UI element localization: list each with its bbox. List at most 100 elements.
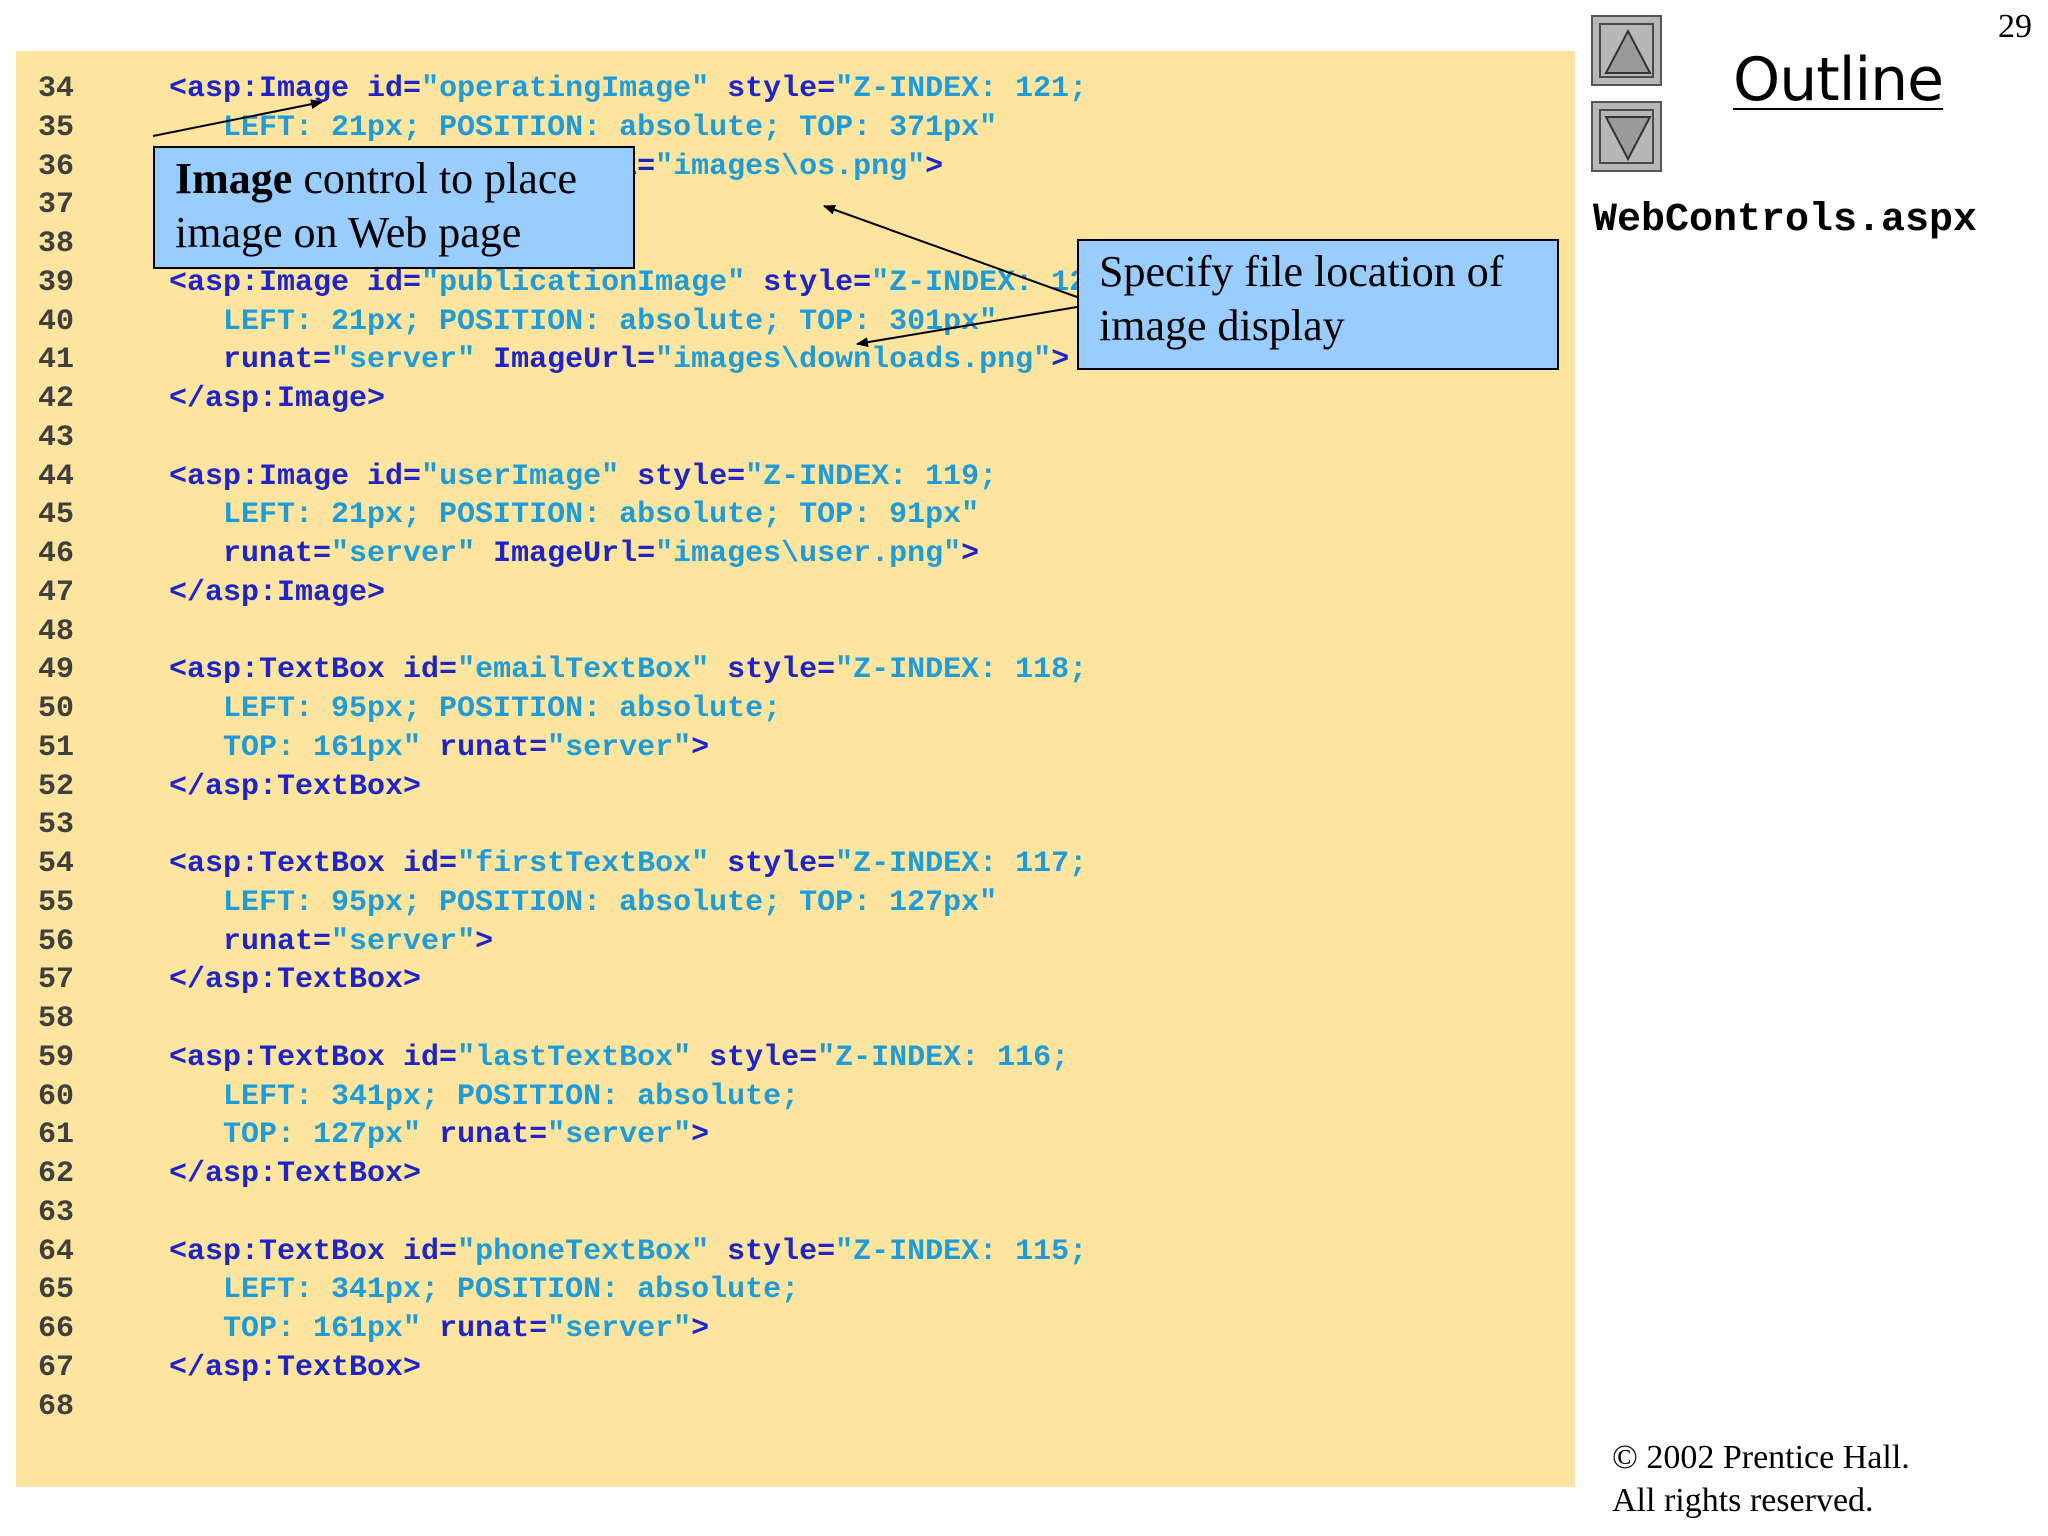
code-text: LEFT: 341px; POSITION: absolute; <box>115 1271 799 1310</box>
code-token: </asp:TextBox> <box>115 1157 422 1191</box>
line-number: 43 <box>38 420 75 455</box>
line-number: 53 <box>38 808 75 843</box>
code-string: "emailTextBox" <box>457 653 710 688</box>
line-number: 41 <box>38 343 75 378</box>
code-text: LEFT: 21px; POSITION: absolute; TOP: 371… <box>115 109 997 148</box>
line-number: 56 <box>38 924 75 959</box>
code-string: "Z-INDEX: 121; <box>835 72 1088 106</box>
code-text: runat="server" ImageUrl="images\user.png… <box>115 535 979 574</box>
code-string: "server" <box>331 537 476 571</box>
code-text: <asp:Image id="publicationImage" style="… <box>115 264 1123 303</box>
copyright-line-2: All rights reserved. <box>1612 1482 1874 1519</box>
code-string: "operatingImage" <box>421 72 710 106</box>
code-string: LEFT: 95px; POSITION: absolute; TOP: 127… <box>115 885 998 920</box>
code-string: "Z-INDEX: 115; <box>835 1234 1088 1269</box>
line-number: 65 <box>38 1273 75 1308</box>
code-string: "publicationImage" <box>421 265 746 300</box>
line-number: 40 <box>38 304 75 339</box>
code-token: style= <box>709 1234 836 1269</box>
code-token: > <box>691 1118 710 1153</box>
line-number: 55 <box>38 885 75 920</box>
outline-link[interactable]: Outline <box>1733 45 1944 115</box>
line-number: 64 <box>38 1234 75 1269</box>
line-number: 35 <box>38 110 75 145</box>
code-string: "Z-INDEX: 119; <box>745 459 998 494</box>
arrow-to-imageurl-36 <box>823 205 1078 298</box>
code-text: TOP: 161px" runat="server"> <box>115 1310 709 1349</box>
code-token: style= <box>709 847 836 881</box>
code-text: <asp:Image id="userImage" style="Z-INDEX… <box>115 458 997 497</box>
code-string: "lastTextBox" <box>457 1040 692 1075</box>
code-token: style= <box>745 265 872 300</box>
line-number: 38 <box>38 227 75 261</box>
previous-slide-button[interactable] <box>1591 15 1662 86</box>
down-triangle-icon <box>1604 116 1652 162</box>
code-token: <asp:TextBox id= <box>115 1040 458 1075</box>
code-string: "server" <box>547 730 692 765</box>
code-string: LEFT: 95px; POSITION: absolute; <box>115 692 782 726</box>
code-text: </asp:TextBox> <box>115 1155 421 1194</box>
code-token: > <box>1051 343 1070 378</box>
code-string: "phoneTextBox" <box>457 1234 710 1269</box>
line-number: 47 <box>38 575 75 610</box>
code-token: <asp:Image id= <box>115 459 422 494</box>
code-string: "server" <box>547 1118 692 1153</box>
code-string: "server" <box>331 924 476 959</box>
code-text: <asp:TextBox id="emailTextBox" style="Z-… <box>115 651 1087 690</box>
code-text: runat="server"> <box>115 923 493 962</box>
slide-number: 29 <box>1998 8 2032 45</box>
file-name: WebControls.aspx <box>1593 198 1978 243</box>
code-string: TOP: 161px" <box>115 730 422 765</box>
code-string: "Z-INDEX: 117; <box>835 847 1088 881</box>
code-text: TOP: 161px" runat="server"> <box>115 729 709 768</box>
copyright-line-1: © 2002 Prentice Hall. <box>1612 1439 1910 1476</box>
line-number: 62 <box>38 1157 75 1191</box>
code-token: style= <box>691 1040 818 1075</box>
next-slide-button[interactable] <box>1591 101 1662 172</box>
code-token: ImageUrl= <box>475 537 656 571</box>
code-string: "server" <box>547 1312 692 1346</box>
code-token: <asp:TextBox id= <box>115 653 458 688</box>
code-string: "images\user.png" <box>655 537 962 571</box>
code-token: runat= <box>115 537 332 571</box>
line-number: 44 <box>38 459 75 494</box>
line-number: 45 <box>38 498 75 533</box>
code-string: LEFT: 21px; POSITION: absolute; TOP: 371… <box>115 110 998 145</box>
code-token: style= <box>709 72 836 106</box>
code-token: runat= <box>421 1312 548 1346</box>
code-token: runat= <box>421 730 548 765</box>
code-token: > <box>691 730 710 765</box>
code-token: <asp:TextBox id= <box>115 847 458 881</box>
code-text: </asp:TextBox> <box>115 768 421 807</box>
code-token: > <box>475 924 494 959</box>
code-token: </asp:TextBox> <box>115 1350 422 1385</box>
code-string: LEFT: 341px; POSITION: absolute; <box>115 1079 800 1114</box>
code-text: </asp:TextBox> <box>115 961 421 1000</box>
code-text: <asp:TextBox id="firstTextBox" style="Z-… <box>115 845 1087 884</box>
callout-text: control to place image on Web page <box>175 154 577 257</box>
code-token: runat= <box>421 1118 548 1153</box>
code-token: > <box>925 149 944 184</box>
up-triangle-icon <box>1604 28 1652 74</box>
arrow-to-image-tag <box>152 99 323 137</box>
code-token: runat= <box>115 343 332 378</box>
code-text: </asp:Image> <box>115 574 385 613</box>
arrow-to-imageurl-41 <box>856 306 1078 348</box>
code-token: <asp:Image id= <box>115 265 422 300</box>
code-string: LEFT: 341px; POSITION: absolute; <box>115 1273 800 1308</box>
code-text: LEFT: 341px; POSITION: absolute; <box>115 1078 799 1117</box>
code-text: LEFT: 95px; POSITION: absolute; <box>115 690 781 729</box>
line-number: 34 <box>38 72 75 106</box>
callout-image-control: Image control to place image on Web page <box>153 146 635 269</box>
code-string: "images\os.png" <box>655 149 926 184</box>
code-token: </asp:TextBox> <box>115 963 422 998</box>
code-string: "images\downloads.png" <box>655 343 1052 378</box>
code-text: <asp:Image id="operatingImage" style="Z-… <box>115 70 1087 109</box>
copyright: © 2002 Prentice Hall. All rights reserve… <box>1612 1436 1910 1522</box>
code-text: LEFT: 21px; POSITION: absolute; TOP: 91p… <box>115 496 979 535</box>
code-token: <asp:TextBox id= <box>115 1234 458 1269</box>
code-text: <asp:TextBox id="phoneTextBox" style="Z-… <box>115 1233 1087 1272</box>
line-number: 51 <box>38 730 75 765</box>
line-number: 52 <box>38 769 75 804</box>
code-token: </asp:Image> <box>115 575 386 610</box>
